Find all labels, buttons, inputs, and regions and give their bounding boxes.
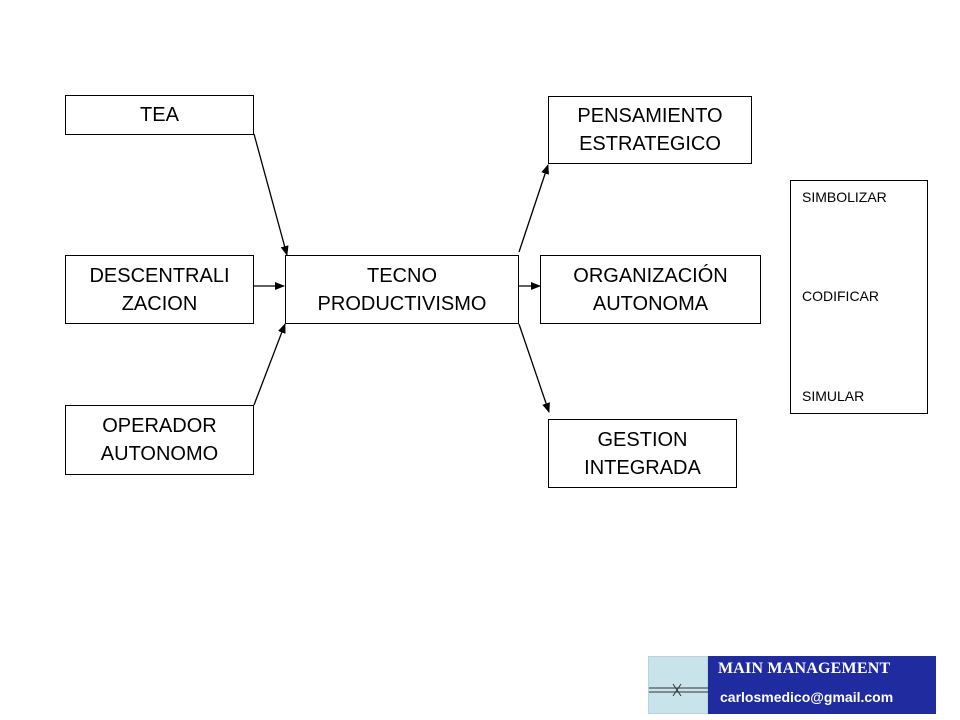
node-pensamiento-estrategico: PENSAMIENTO ESTRATEGICO bbox=[548, 96, 752, 164]
node-descentralizacion: DESCENTRALI ZACION bbox=[65, 255, 254, 324]
node-operador-autonomo: OPERADOR AUTONOMO bbox=[65, 405, 254, 475]
node-tea: TEA bbox=[65, 95, 254, 135]
node-organizacion-autonoma-label: ORGANIZACIÓN AUTONOMA bbox=[573, 264, 728, 315]
node-gestion-integrada-label: GESTION INTEGRADA bbox=[584, 428, 701, 479]
side-item-simbolizar: SIMBOLIZAR bbox=[802, 189, 887, 205]
footer-banner: MAIN MANAGEMENT carlosmedico@gmail.com bbox=[648, 656, 936, 714]
arrow-tecno-to-gestion bbox=[518, 323, 550, 413]
node-organizacion-autonoma: ORGANIZACIÓN AUTONOMA bbox=[540, 255, 761, 324]
footer-title: MAIN MANAGEMENT bbox=[718, 660, 891, 677]
side-panel: SIMBOLIZAR CODIFICAR SIMULAR bbox=[790, 180, 928, 414]
footer-email: carlosmedico@gmail.com bbox=[720, 689, 894, 705]
footer-logo bbox=[648, 656, 709, 714]
node-operador-autonomo-label: OPERADOR AUTONOMO bbox=[100, 415, 219, 465]
arrow-tea-to-tecno bbox=[253, 133, 289, 256]
node-tecno-productivismo: TECNO PRODUCTIVISMO bbox=[285, 255, 519, 324]
arrow-operador-to-tecno bbox=[253, 323, 286, 406]
node-descentralizacion-label: DESCENTRALI ZACION bbox=[89, 264, 230, 315]
side-item-codificar: CODIFICAR bbox=[802, 288, 879, 304]
node-tea-label: TEA bbox=[140, 104, 179, 126]
arrow-tecno-to-pensamiento bbox=[518, 164, 549, 253]
node-tecno-productivismo-label: TECNO PRODUCTIVISMO bbox=[317, 264, 487, 315]
footer-panel: MAIN MANAGEMENT carlosmedico@gmail.com bbox=[708, 656, 936, 714]
node-pensamiento-estrategico-label: PENSAMIENTO ESTRATEGICO bbox=[577, 105, 723, 155]
node-gestion-integrada: GESTION INTEGRADA bbox=[548, 419, 737, 488]
connector-icon bbox=[649, 683, 709, 697]
side-item-simular: SIMULAR bbox=[802, 388, 865, 404]
